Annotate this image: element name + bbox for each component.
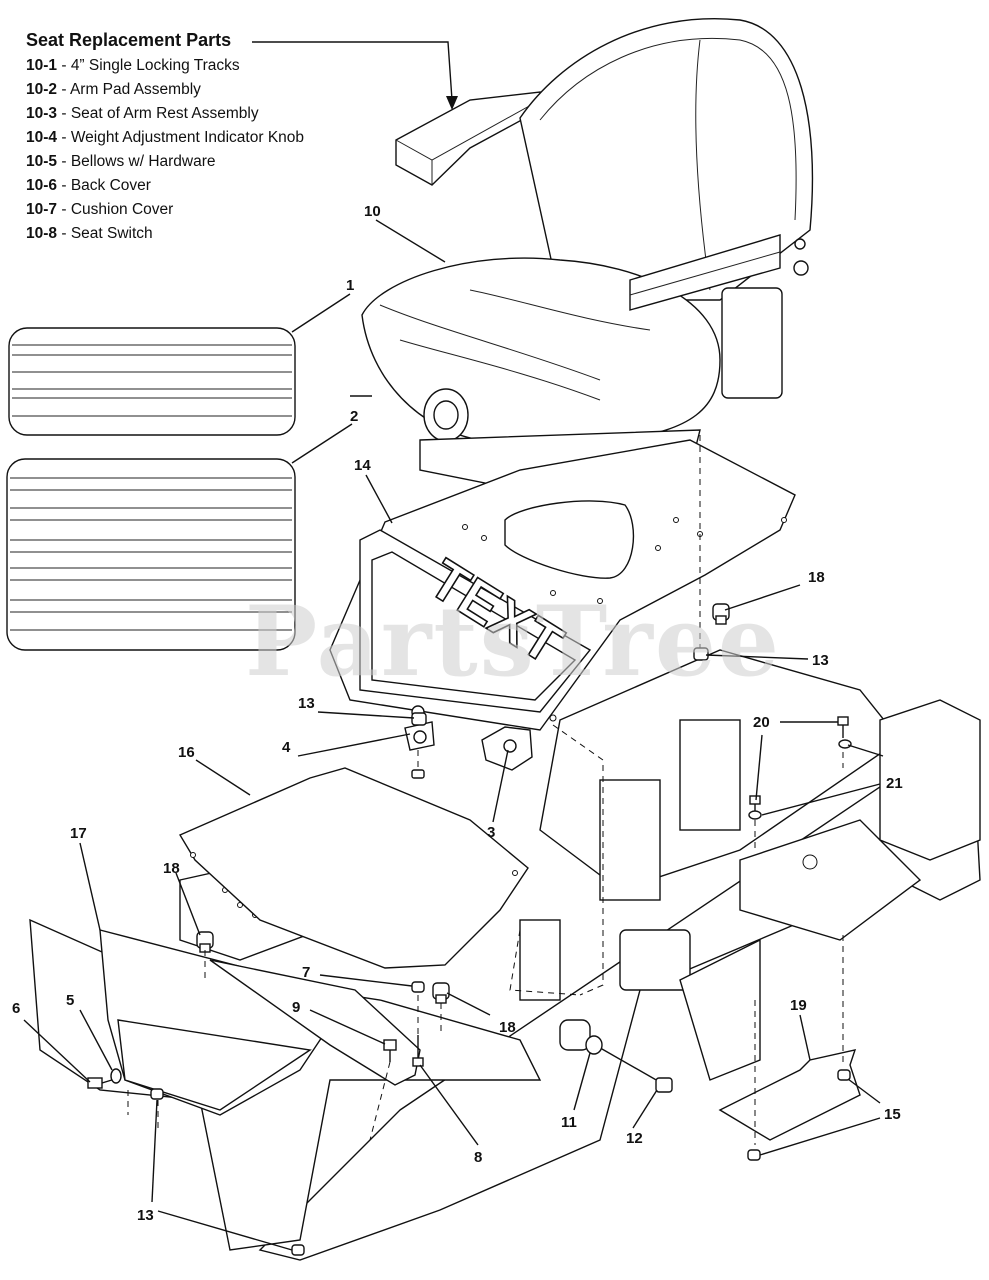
bolt-20 [837, 716, 849, 738]
fastener-18-c [432, 982, 450, 1004]
legend-text: Cushion Cover [70, 201, 174, 218]
fastener-18-a [712, 603, 730, 625]
legend-item: 10-3 - Seat of Arm Rest Assembly [26, 105, 259, 122]
callout-20: 20 [753, 714, 770, 731]
legend-item: 10-2 - Arm Pad Assembly [26, 81, 201, 98]
callout-8: 8 [474, 1149, 482, 1166]
legend-text: Seat of Arm Rest Assembly [70, 105, 259, 122]
legend-code: 10-3 [26, 105, 58, 122]
knob-4 [404, 705, 435, 779]
bracket-9 [209, 959, 421, 1086]
plate-19 [718, 1049, 861, 1141]
callout-11: 11 [561, 1114, 577, 1131]
legend-code: 10-4 [26, 129, 58, 146]
callout-7: 7 [302, 964, 310, 981]
callout-18-b: 18 [163, 860, 180, 877]
bolt-8 [412, 1035, 424, 1067]
legend-item: 10-6 - Back Cover [26, 177, 151, 194]
washer-5 [110, 1068, 122, 1084]
callout-18-c: 18 [499, 1019, 516, 1036]
seat-pan-panel-14 [329, 439, 796, 771]
legend-text: Arm Pad Assembly [69, 81, 201, 98]
legend-item: 10-1 - 4” Single Locking Tracks [26, 57, 240, 74]
legend-text: Weight Adjustment Indicator Knob [70, 129, 305, 146]
leader-lines [23, 219, 884, 1251]
washer-21-a [838, 739, 852, 749]
legend-code: 10-7 [26, 201, 58, 218]
seat-replacement-parts-legend: Seat Replacement Parts 10-1 - 4” Single … [26, 30, 304, 243]
callout-12: 12 [626, 1130, 643, 1147]
callout-13-a: 13 [298, 695, 315, 712]
legend-text: Seat Switch [70, 225, 153, 242]
legend-code: 10-2 [26, 81, 58, 98]
decal-2 [6, 458, 296, 651]
legend-title: Seat Replacement Parts [26, 30, 232, 50]
callout-2: 2 [350, 408, 358, 425]
nut-15-a [837, 1069, 851, 1081]
callout-17: 17 [70, 825, 87, 842]
legend-code: 10-6 [26, 177, 58, 194]
callout-4: 4 [282, 739, 291, 756]
callout-16: 16 [178, 744, 195, 761]
callout-18-a: 18 [808, 569, 825, 586]
callout-10: 10 [364, 203, 381, 220]
fastener-18-b [196, 931, 214, 953]
callout-19: 19 [790, 997, 807, 1014]
floor-plate-16 [178, 767, 529, 969]
seat-assembly [350, 18, 814, 491]
callout-15: 15 [884, 1106, 901, 1123]
legend-leader-arrow [252, 41, 458, 110]
nut-13-c [150, 1088, 164, 1100]
decal-1 [8, 327, 296, 436]
legend-item: 10-8 - Seat Switch [26, 225, 153, 242]
partstree-watermark: PartsTree [245, 585, 781, 698]
callout-21: 21 [886, 775, 903, 792]
callout-13-c: 13 [137, 1207, 154, 1224]
callout-6: 6 [12, 1000, 20, 1017]
washer-21-b [748, 810, 762, 820]
nut-7 [411, 981, 425, 993]
legend-text: Bellows w/ Hardware [70, 153, 216, 170]
legend-item: 10-4 - Weight Adjustment Indicator Knob [26, 129, 305, 146]
callout-1: 1 [346, 277, 354, 294]
axle-bolt-12 [585, 1035, 673, 1093]
legend-code: 10-8 [26, 225, 58, 242]
callout-13-b: 13 [812, 652, 829, 669]
legend-text: Back Cover [70, 177, 151, 194]
callout-9: 9 [292, 999, 300, 1016]
callout-5: 5 [66, 992, 74, 1009]
mud-guard-17 [99, 929, 352, 1116]
bolt-9 [383, 1039, 397, 1062]
nut-13-d [291, 1244, 305, 1256]
arm-pad-part [395, 91, 541, 186]
nut-13-a [411, 712, 427, 726]
nut-13-b [693, 647, 709, 661]
nut-15-b [747, 1149, 761, 1161]
assembly-lines [127, 435, 844, 1145]
callout-3: 3 [487, 824, 495, 841]
legend-text: 4” Single Locking Tracks [70, 57, 240, 74]
callout-14: 14 [354, 457, 371, 474]
legend-code: 10-5 [26, 153, 58, 170]
legend-code: 10-1 [26, 57, 58, 74]
callout-numbers: 1 2 10 14 18 13 13 4 16 3 20 21 17 18 7 … [12, 203, 903, 1224]
legend-item: 10-5 - Bellows w/ Hardware [26, 153, 216, 170]
legend-item: 10-7 - Cushion Cover [26, 201, 174, 218]
